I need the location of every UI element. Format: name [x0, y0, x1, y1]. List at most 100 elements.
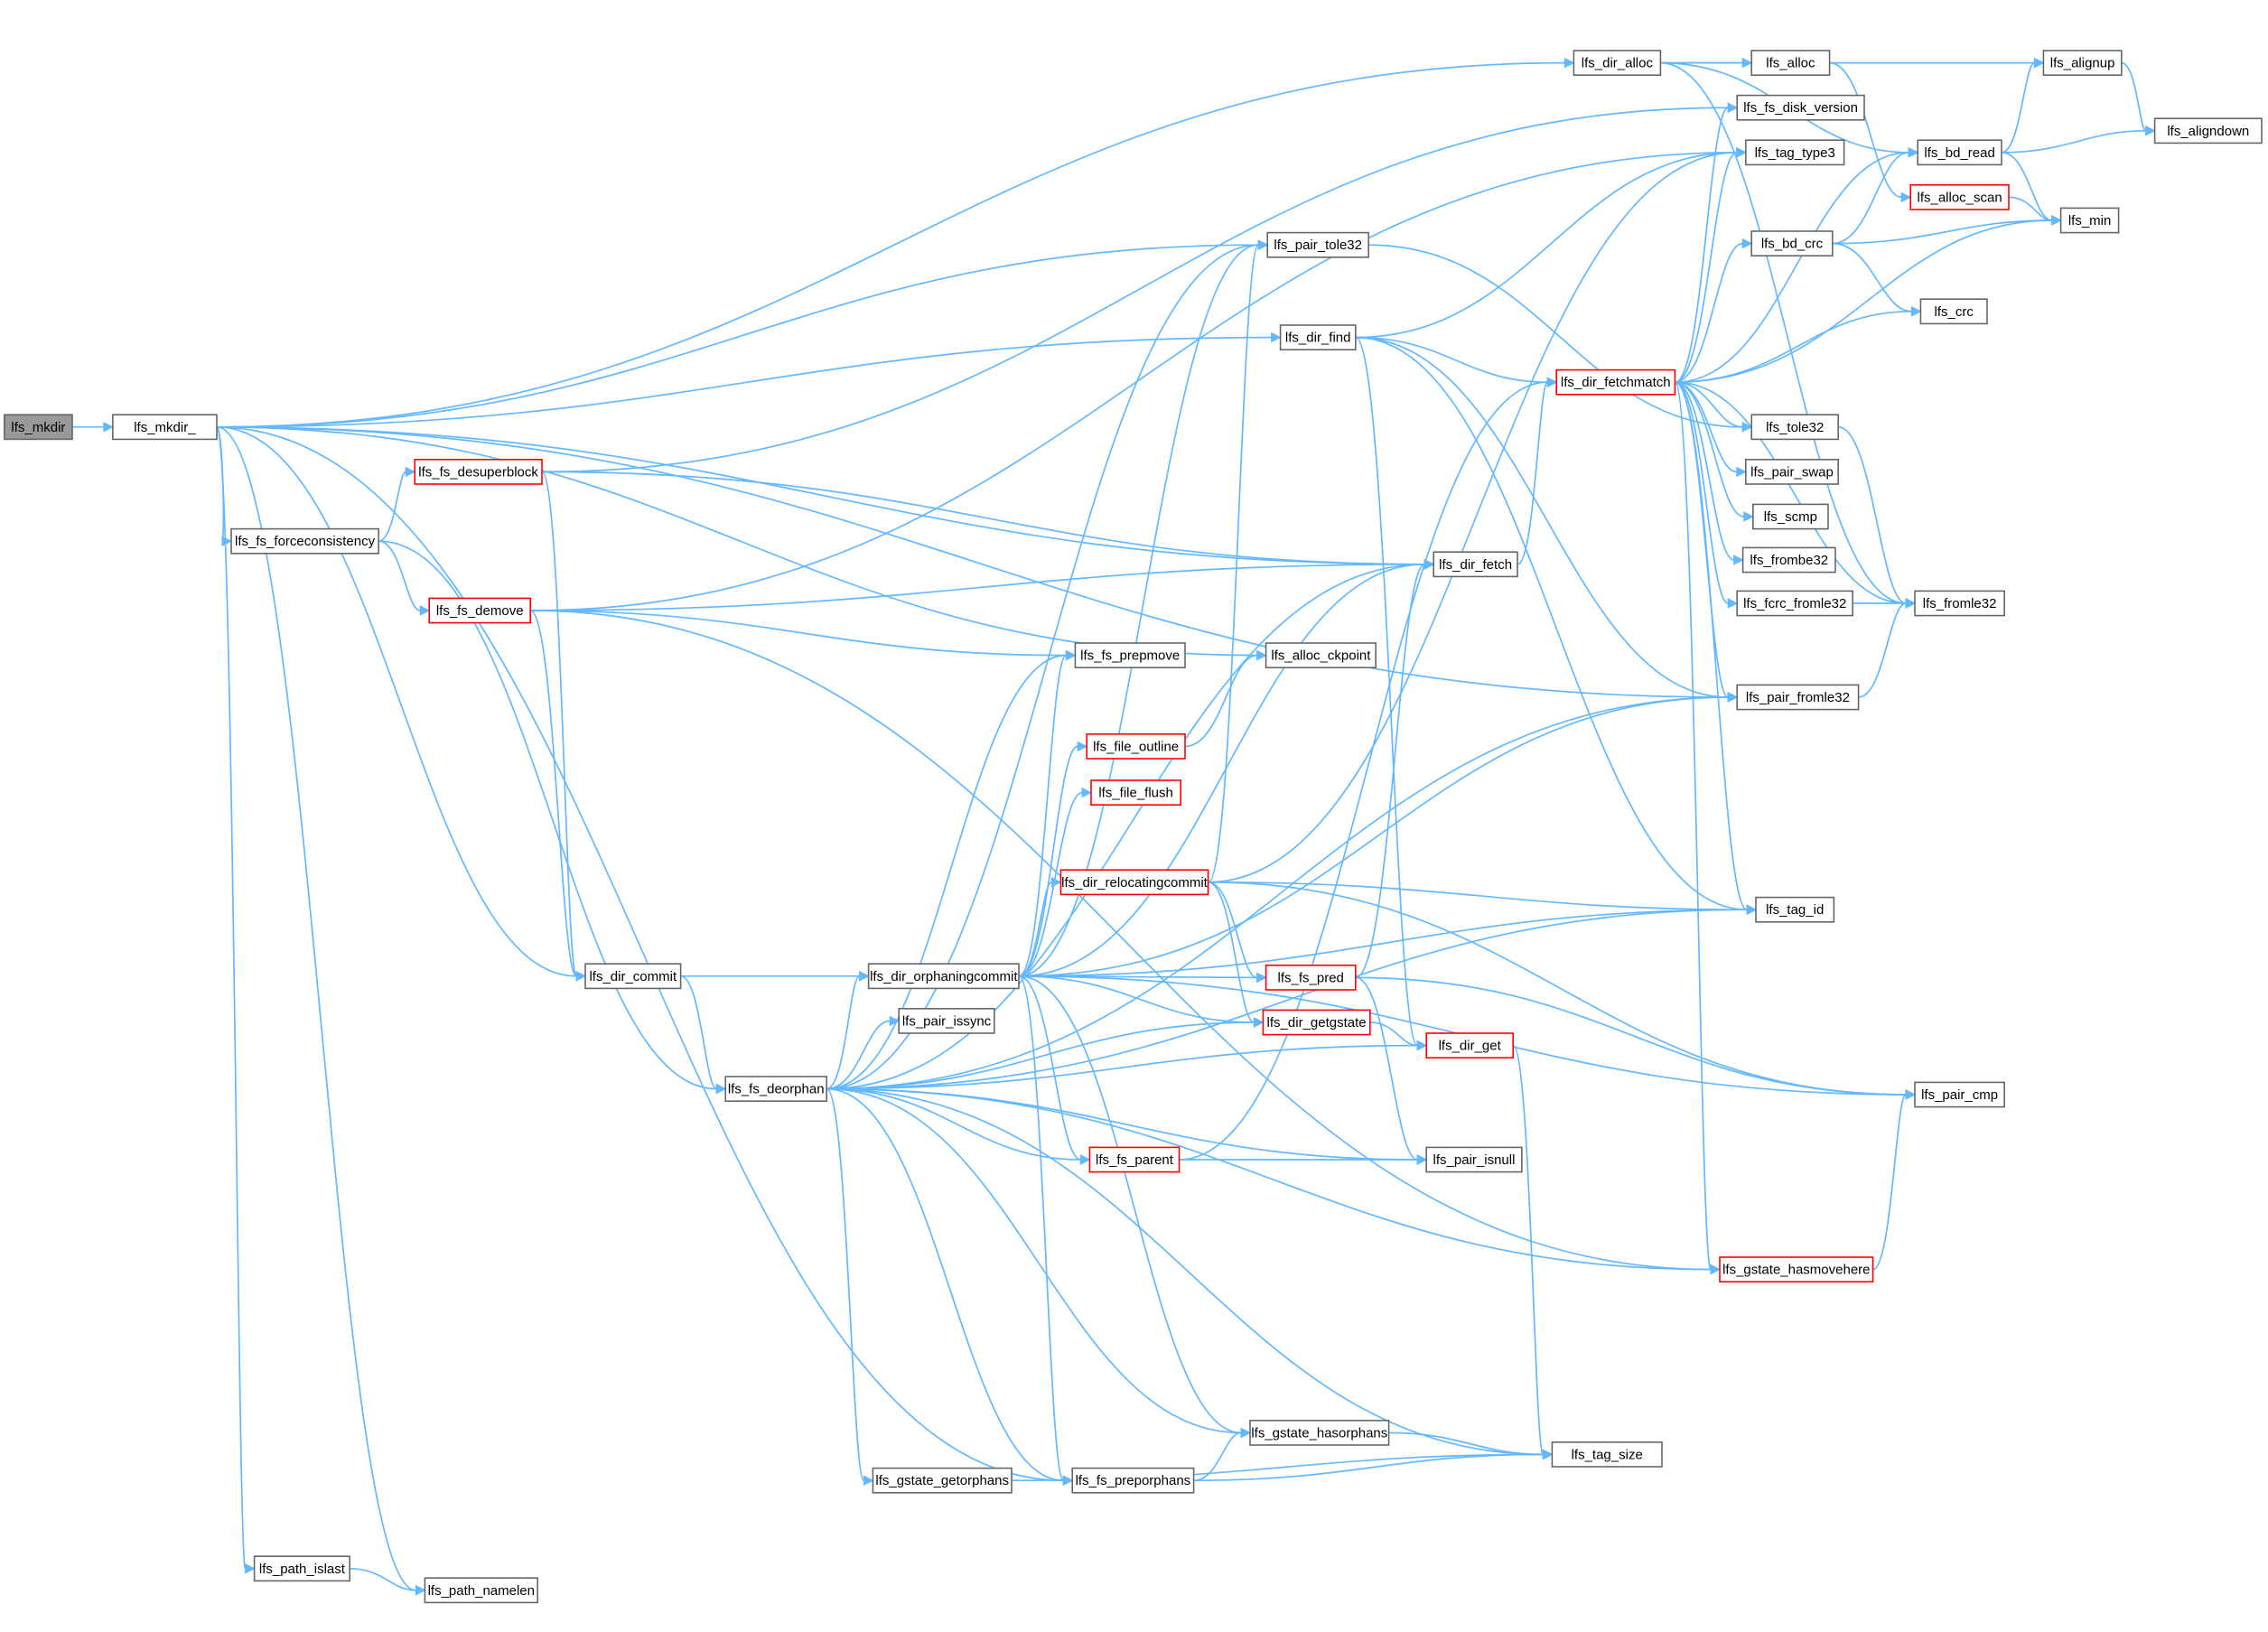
edge-arrowhead — [1416, 1040, 1428, 1051]
node-label: lfs_dir_alloc — [1582, 56, 1654, 71]
node-box — [2042, 50, 2123, 77]
edge-lfs_alignup-to-lfs_alignup_down — [2121, 61, 2156, 136]
node-lfs-fs-disk-version[interactable]: lfs_fs_disk_version — [1736, 94, 1865, 121]
edge-arrowhead — [1741, 421, 1753, 433]
node-box — [1090, 779, 1181, 807]
edge-line — [1512, 1044, 1545, 1456]
node-lfs-pair-tole32[interactable]: lfs_pair_tole32 — [1266, 231, 1369, 258]
node-lfs-fs-preporphans[interactable]: lfs_fs_preporphans — [1071, 1467, 1195, 1494]
node-lfs-dir-find[interactable]: lfs_dir_find — [1279, 324, 1357, 351]
edge-lfs_pair_tole32-to-lfs_tole32 — [1368, 244, 1753, 433]
node-lfs-dir-get[interactable]: lfs_dir_get — [1425, 1032, 1514, 1059]
edge-line — [1675, 381, 1748, 911]
edge-lfs_dir_alloc-to-lfs_alignup — [1660, 57, 2045, 69]
node-label: lfs_mkdir — [11, 420, 65, 435]
node-box — [1909, 184, 2010, 210]
edge-arrowhead — [1077, 741, 1088, 752]
node-lfs-scmp[interactable]: lfs_scmp — [1752, 503, 1829, 530]
edge-line — [1018, 975, 1065, 1482]
node-box — [1266, 231, 1369, 258]
edge-line — [826, 1087, 1064, 1482]
node-lfs-path-namelen[interactable]: lfs_path_namelen — [424, 1577, 538, 1604]
edge-arrowhead — [1746, 904, 1758, 916]
node-label: lfs_tag_size — [1572, 1447, 1643, 1462]
node-lfs-fs-pred[interactable]: lfs_fs_pred — [1265, 965, 1357, 991]
node-lfs-path-islast[interactable]: lfs_path_islast — [253, 1555, 351, 1582]
edge-line — [1355, 976, 1418, 1161]
node-lfs-dir-orphaningcommit[interactable]: lfs_dir_orphaningcommit — [867, 963, 1020, 990]
node-lfs-dir-fetch[interactable]: lfs_dir_fetch — [1433, 551, 1518, 578]
node-lfs-dir-relocatingcommit[interactable]: lfs_dir_relocatingcommit — [1059, 869, 1209, 896]
edge-arrowhead — [1741, 238, 1753, 249]
edge-lfs_mkdir_-to-lfs_fs_preporphans — [216, 425, 1074, 1487]
edge-lfs_fs_demove-to-lfs_dir_commit — [529, 610, 587, 982]
node-box — [1914, 1081, 2005, 1108]
node-lfs-gstate-hasmovehere[interactable]: lfs_gstate_hasmovehere — [1719, 1256, 1874, 1283]
node-lfs-min[interactable]: lfs_min — [2059, 207, 2120, 234]
edge-arrowhead — [1563, 57, 1575, 69]
node-lfs-mkdir-[interactable]: lfs_mkdir_ — [112, 414, 218, 441]
node-lfs-alloc-scan[interactable]: lfs_alloc_scan — [1909, 184, 2010, 210]
edge-arrowhead — [1416, 1154, 1428, 1165]
edge-line — [1018, 909, 1748, 977]
node-label: lfs_dir_find — [1285, 331, 1351, 346]
node-lfs-fs-forceconsistency[interactable]: lfs_fs_forceconsistency — [230, 527, 379, 555]
node-box — [230, 527, 379, 555]
edge-lfs_fs_demove-to-lfs_fs_prepmove — [530, 610, 1077, 661]
node-lfs-alignup[interactable]: lfs_alignup — [2042, 50, 2123, 77]
node-lfs-tole32[interactable]: lfs_tole32 — [1750, 414, 1839, 441]
edge-lfs_fs_desuperblock-to-lfs_fs_disk_version — [541, 102, 1739, 473]
node-lfs-bd-read[interactable]: lfs_bd_read — [1917, 139, 2002, 166]
edge-arrowhead — [575, 970, 587, 982]
edge-line — [1355, 336, 1418, 1047]
node-lfs-gstate-getorphans[interactable]: lfs_gstate_getorphans — [872, 1467, 1013, 1494]
node-label: lfs_fs_desuperblock — [418, 464, 538, 480]
node-lfs-alignup-down[interactable]: lfs_aligndown — [2153, 117, 2263, 145]
node-lfs-pair-isnull[interactable]: lfs_pair_isnull — [1425, 1146, 1523, 1173]
node-lfs-dir-commit[interactable]: lfs_dir_commit — [584, 963, 682, 990]
node-lfs-fs-demove[interactable]: lfs_fs_demove — [428, 597, 532, 624]
node-lfs-file-outline[interactable]: lfs_file_outline — [1086, 732, 1186, 760]
node-lfs-pair-fromle32[interactable]: lfs_pair_fromle32 — [1736, 684, 1860, 711]
node-lfs-alloc-ckpoint[interactable]: lfs_alloc_ckpoint — [1265, 642, 1377, 669]
node-lfs-frombe32[interactable]: lfs_frombe32 — [1741, 546, 1836, 574]
node-lfs-dir-getgstate[interactable]: lfs_dir_getgstate — [1262, 1009, 1371, 1036]
node-lfs-crc[interactable]: lfs_crc — [1919, 298, 1988, 325]
node-lfs-file-flush[interactable]: lfs_file_flush — [1090, 779, 1181, 807]
node-lfs-fs-prepmove[interactable]: lfs_fs_prepmove — [1074, 642, 1186, 669]
node-lfs-gstate-hasorphans[interactable]: lfs_gstate_hasorphans — [1249, 1420, 1390, 1446]
node-box — [1914, 590, 2005, 617]
nodes-layer: lfs_mkdir lfs_mkdir_ lfs_fs_forceconsisten… — [4, 50, 2263, 1604]
node-lfs-alloc[interactable]: lfs_alloc — [1750, 50, 1831, 77]
edge-lfs_dir_fetch-to-lfs_dir_fetchmatch — [1517, 377, 1558, 565]
node-lfs-fs-deorphan[interactable]: lfs_fs_deorphan — [724, 1076, 828, 1103]
node-lfs-pair-swap[interactable]: lfs_pair_swap — [1745, 458, 1840, 485]
edge-line — [680, 975, 718, 1090]
node-lfs-mkdir[interactable]: lfs_mkdir — [4, 414, 73, 441]
edge-line — [1018, 975, 1255, 1023]
edge-lfs_dir_find-to-lfs_pair_fromle32 — [1355, 336, 1739, 703]
edge-lfs_dir_fetchmatch-to-lfs_crc — [1675, 305, 1922, 384]
node-lfs-tag-id[interactable]: lfs_tag_id — [1755, 896, 1835, 923]
node-lfs-dir-alloc[interactable]: lfs_dir_alloc — [1573, 50, 1662, 77]
node-lfs-bd-crc[interactable]: lfs_bd_crc — [1750, 230, 1834, 257]
edge-line — [1517, 381, 1549, 565]
edge-lfs_gstate_hasmovehere-to-lfs_pair_cmp — [1872, 1089, 1917, 1271]
node-lfs-tag-type3[interactable]: lfs_tag_type3 — [1745, 139, 1845, 166]
node-lfs-fcrc-fromle32[interactable]: lfs_fcrc_fromle32 — [1736, 590, 1853, 617]
node-lfs-fs-desuperblock[interactable]: lfs_fs_desuperblock — [414, 458, 543, 485]
node-label: lfs_dir_get — [1439, 1039, 1502, 1054]
node-label: lfs_gstate_hasmovehere — [1722, 1263, 1870, 1278]
node-lfs-fs-parent[interactable]: lfs_fs_parent — [1088, 1146, 1181, 1173]
edge-line — [216, 425, 1257, 657]
node-lfs-dir-fetchmatch[interactable]: lfs_dir_fetchmatch — [1555, 368, 1676, 396]
node-lfs-pair-cmp[interactable]: lfs_pair_cmp — [1914, 1081, 2005, 1108]
edge-line — [216, 61, 1565, 428]
edge-arrowhead — [1905, 1089, 1917, 1100]
node-lfs-pair-issync[interactable]: lfs_pair_issync — [898, 1008, 995, 1034]
node-lfs-fromle32[interactable]: lfs_fromle32 — [1914, 590, 2005, 617]
edge-line — [826, 696, 1729, 1090]
edge-arrowhead — [1546, 377, 1558, 388]
node-lfs-tag-size[interactable]: lfs_tag_size — [1551, 1441, 1663, 1468]
